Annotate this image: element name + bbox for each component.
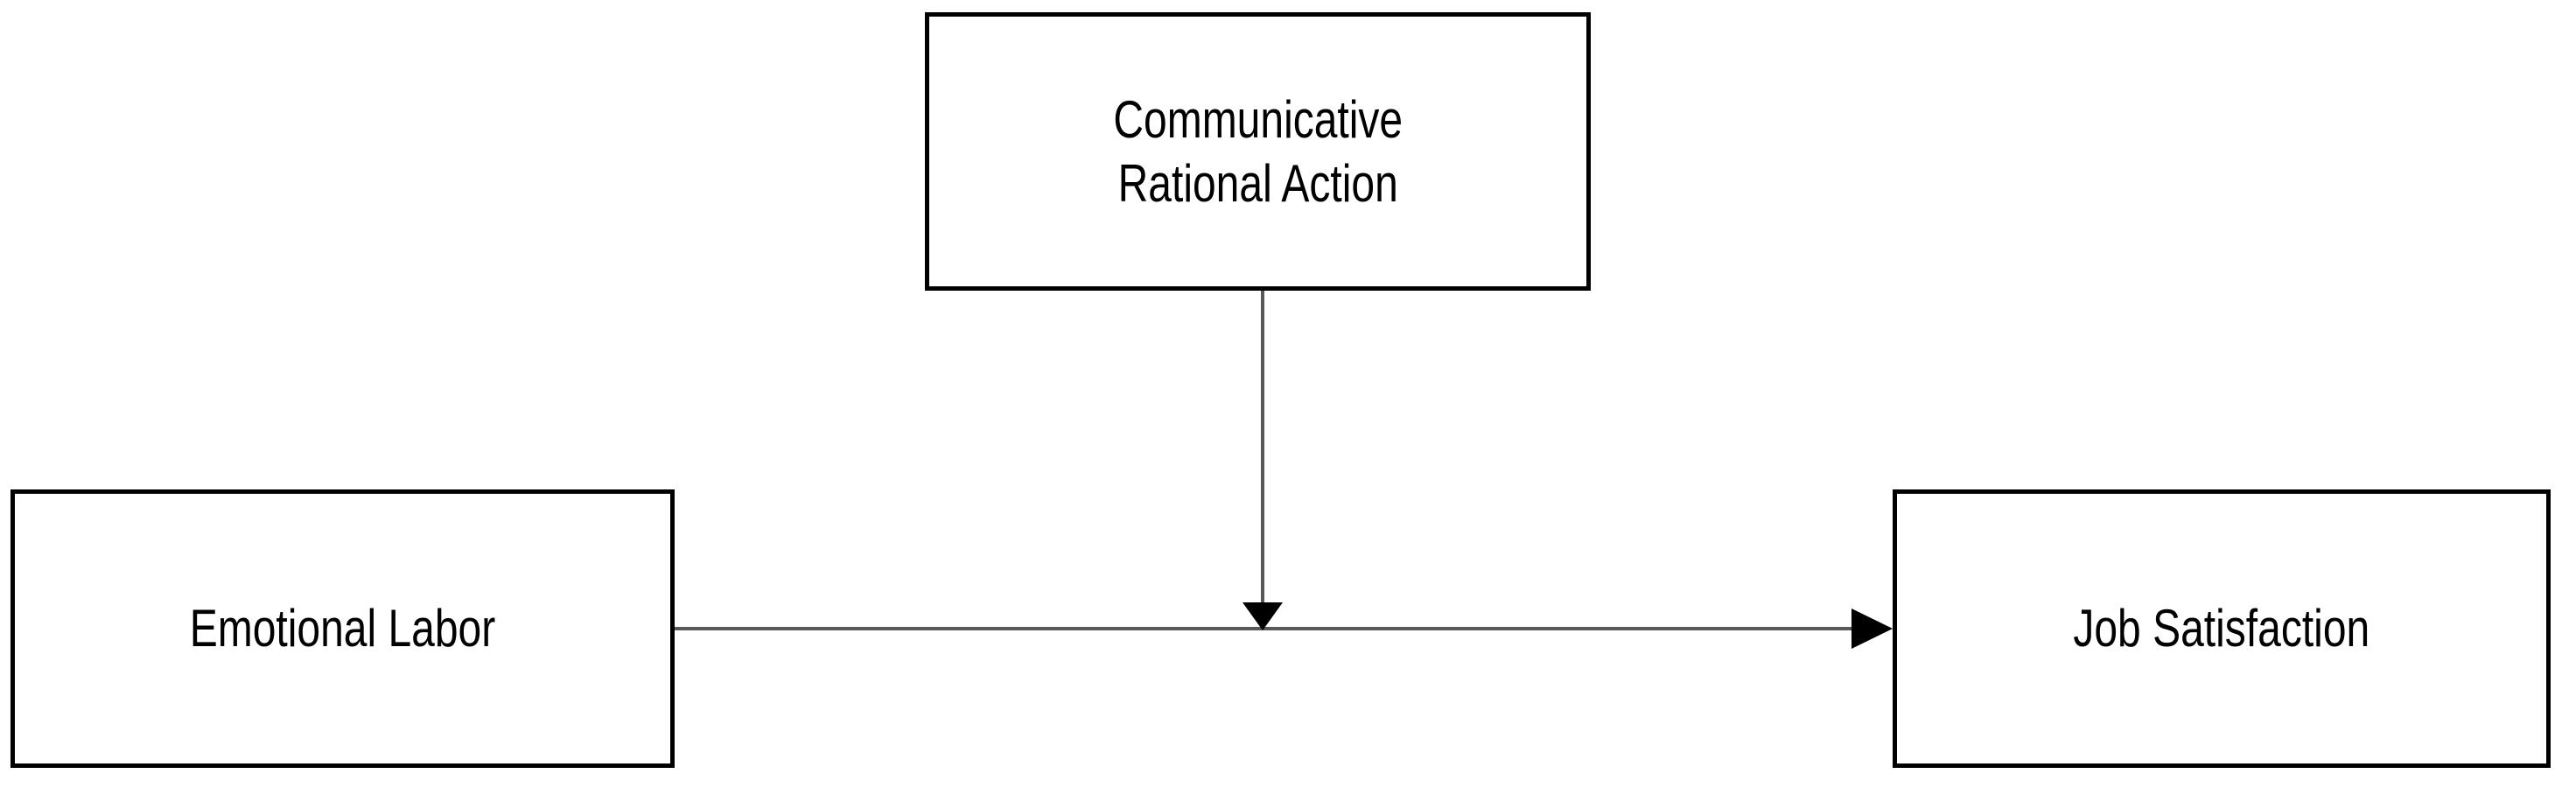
node-job-satisfaction[interactable]: Job Satisfaction (1893, 489, 2551, 768)
node-label-moderator: Communicative Rational Action (1113, 89, 1403, 213)
node-communicative-rational-action[interactable]: Communicative Rational Action (925, 12, 1591, 291)
edge-main-arrowhead (1852, 609, 1893, 649)
node-label-outcome: Job Satisfaction (2073, 599, 2370, 658)
node-label-predictor: Emotional Labor (189, 599, 496, 658)
edge-moderation-arrowhead (1242, 602, 1283, 630)
edge-emotional-labor-to-job-satisfaction (675, 609, 1893, 649)
node-emotional-labor[interactable]: Emotional Labor (10, 489, 675, 768)
edge-moderator-to-main-path (1242, 291, 1283, 630)
